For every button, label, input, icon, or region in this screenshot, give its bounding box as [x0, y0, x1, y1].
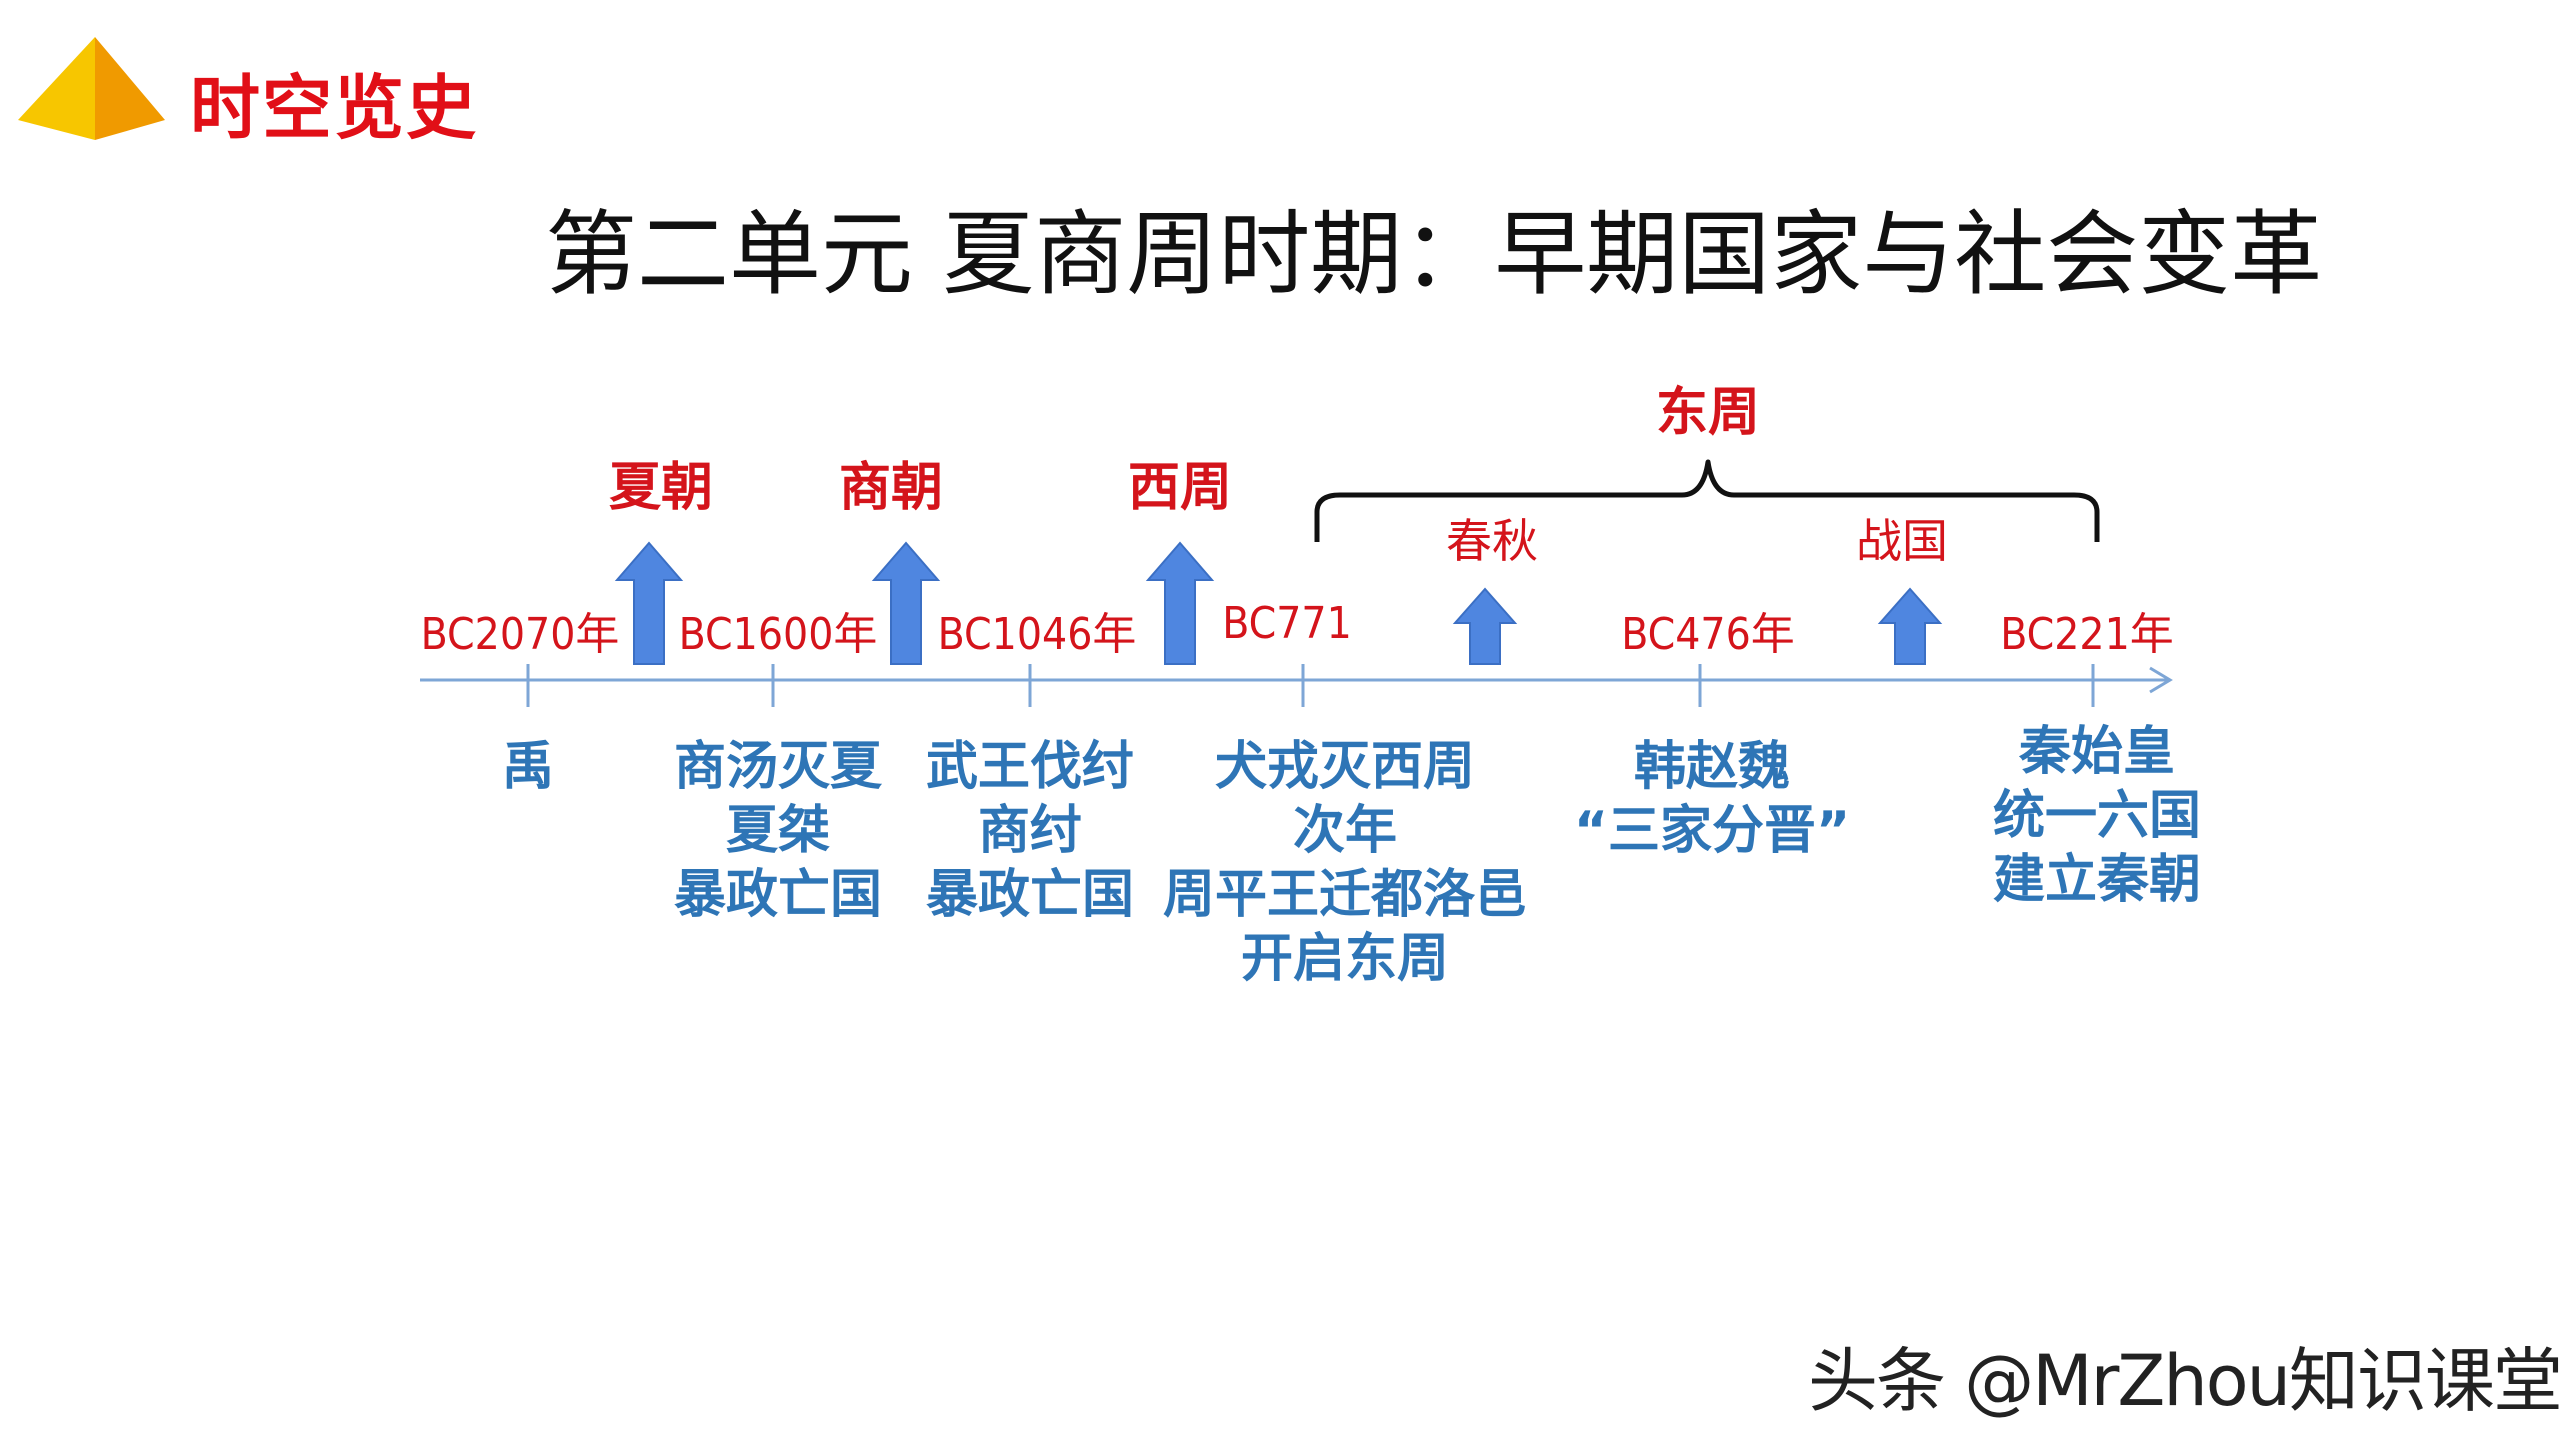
event-line: 开启东周 — [1240, 929, 1450, 989]
up-arrow-icon — [614, 541, 684, 665]
event-line: 建立秦朝 — [1992, 850, 2202, 910]
event-line: 武王伐纣 — [925, 737, 1135, 797]
date-label: BC1046年 — [937, 609, 1137, 660]
timeline-axis — [420, 664, 2173, 707]
event-line: 统一六国 — [1992, 786, 2202, 846]
event-line: 韩赵魏 — [1633, 737, 1791, 797]
date-label: BC771 — [1222, 598, 1352, 649]
era-label-eastern-zhou: 东周 — [1655, 383, 1761, 443]
era-label-shang: 商朝 — [838, 458, 944, 518]
event-shang-tang: 商汤灭夏 夏桀 暴政亡国 — [674, 735, 882, 927]
date-label: BC2070年 — [420, 609, 620, 660]
event-line: 次年 — [1292, 801, 1398, 861]
event-line: 周平王迁都洛邑 — [1162, 865, 1528, 925]
date-label: BC221年 — [2000, 609, 2174, 660]
era-label-warring-states: 战国 — [1856, 514, 1948, 568]
event-qin-shihuang: 秦始皇 统一六国 建立秦朝 — [1993, 720, 2201, 912]
event-line: 夏桀 — [725, 801, 831, 861]
event-yu: 禹 — [502, 735, 554, 799]
era-label-western-zhou: 西周 — [1127, 458, 1233, 518]
section-title: 时空览史 — [190, 67, 478, 149]
up-arrow-icon — [871, 541, 941, 665]
up-arrow-icon — [1145, 541, 1215, 665]
event-quanrong: 犬戎灭西周 次年 周平王迁都洛邑 开启东周 — [1163, 735, 1527, 991]
event-line: 商纣 — [977, 801, 1083, 861]
date-label: BC1600年 — [678, 609, 878, 660]
eastern-zhou-bracket — [1314, 459, 2100, 542]
page-title: 第二单元 夏商周时期：早期国家与社会变革 — [545, 201, 2323, 308]
era-label-xia: 夏朝 — [608, 458, 714, 518]
up-arrow-icon — [1877, 587, 1943, 665]
watermark: 头条 @MrZhou知识课堂 — [1808, 1340, 2560, 1422]
event-line: 暴政亡国 — [925, 865, 1135, 925]
event-line: 禹 — [501, 737, 555, 797]
event-line: 犬戎灭西周 — [1214, 737, 1476, 797]
event-three-families: 韩赵魏 “三家分晋” — [1574, 735, 1850, 863]
date-label: BC476年 — [1621, 609, 1795, 660]
era-label-spring-autumn: 春秋 — [1446, 514, 1538, 568]
event-line: 商汤灭夏 — [673, 737, 883, 797]
up-arrow-icon — [1452, 587, 1518, 665]
pyramid-icon — [18, 37, 165, 140]
event-wu-wang: 武王伐纣 商纣 暴政亡国 — [926, 735, 1134, 927]
event-line: “三家分晋” — [1573, 801, 1851, 861]
event-line: 暴政亡国 — [673, 865, 883, 925]
event-line: 秦始皇 — [2018, 722, 2176, 782]
